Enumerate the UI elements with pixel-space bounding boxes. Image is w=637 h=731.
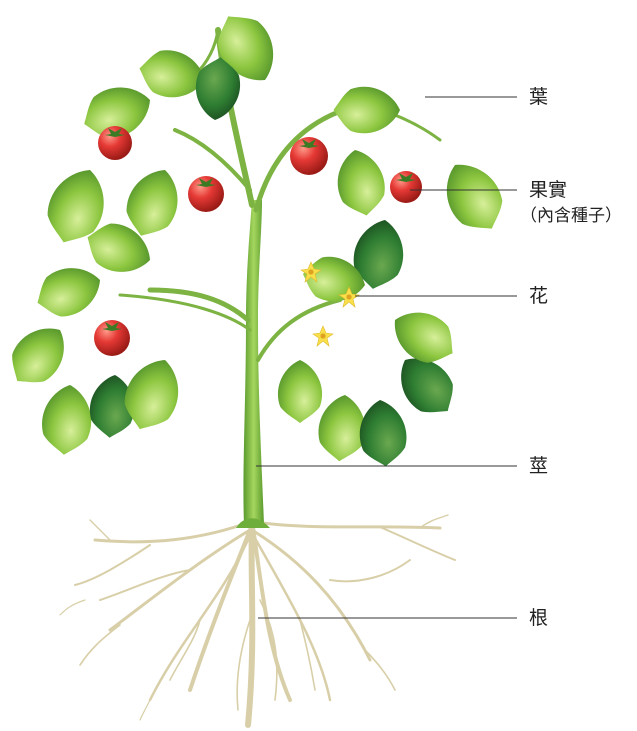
- flower: [313, 326, 333, 346]
- label-root: 根: [529, 607, 548, 629]
- label-fruit: 果實: [529, 179, 567, 201]
- fruit: [290, 137, 328, 175]
- label-leaf: 葉: [529, 86, 548, 108]
- roots: [60, 515, 455, 725]
- fruit: [390, 171, 422, 203]
- label-stem: 莖: [529, 455, 548, 477]
- fruit: [94, 320, 130, 356]
- label-fruit-note: （內含種子）: [520, 205, 622, 227]
- stem: [236, 200, 270, 528]
- label-flower: 花: [529, 285, 548, 307]
- fruit: [98, 126, 132, 160]
- fruit: [188, 176, 224, 212]
